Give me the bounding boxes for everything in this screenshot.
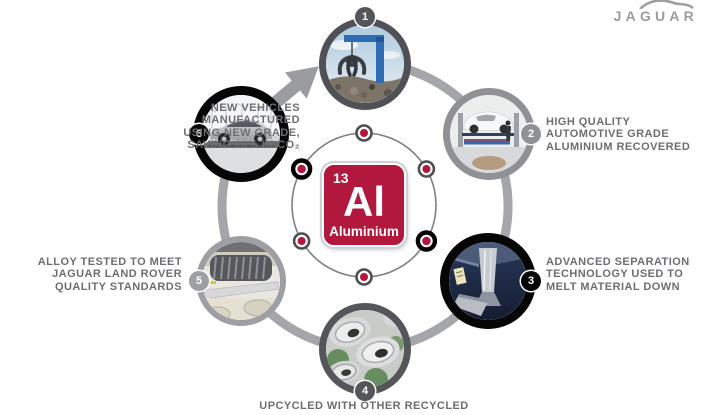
step-5-photo-circle <box>196 236 286 326</box>
caption-line: UPCYCLED WITH OTHER RECYCLED <box>259 400 469 412</box>
caption-line: MANUFACTURED <box>201 114 300 127</box>
element-name: Aluminium <box>329 224 399 239</box>
electron-dot <box>417 160 436 178</box>
step-1-number-badge: 1 <box>355 7 375 27</box>
caption-line: QUALITY STANDARDS <box>54 280 182 293</box>
step-4-photo-circle <box>319 303 411 395</box>
recycled-cans-photo <box>326 310 404 388</box>
electron-dot <box>290 158 313 180</box>
aluminium-element-tile: 13 Al Aluminium <box>322 163 406 247</box>
jaguar-leaper-icon <box>639 0 694 9</box>
step-6-caption: NEW VEHICLES MANUFACTURED USING NEW GRAD… <box>183 102 300 152</box>
caption-line: SAVING 26% IN CO₂ <box>187 139 300 152</box>
caption-line: ALUMINIUM RECOVERED <box>546 140 691 153</box>
step-6-number-badge: 6 <box>189 124 209 144</box>
caption-line: NEW VEHICLES <box>210 102 300 114</box>
step-6-photo-circle <box>193 86 289 182</box>
step-3-caption: ADVANCED SEPARATION TECHNOLOGY USED TO M… <box>546 256 690 293</box>
new-jaguar-car-photo <box>202 95 280 173</box>
caption-line: ADVANCED SEPARATION <box>546 256 690 268</box>
electron-dot <box>292 232 311 250</box>
caption-line: TECHNOLOGY USED TO <box>546 268 684 281</box>
step-3-photo-circle <box>440 233 536 329</box>
step-5-caption: ALLOY TESTED TO MEET JAGUAR LAND ROVER Q… <box>38 256 182 293</box>
jaguar-logo: JAGUAR <box>613 8 698 24</box>
step-4-caption: UPCYCLED WITH OTHER RECYCLED <box>0 400 728 412</box>
step-2-number-badge: 2 <box>521 124 541 144</box>
step-2-caption: HIGH QUALITY AUTOMOTIVE GRADE ALUMINIUM … <box>546 116 690 153</box>
step-4-number-badge: 4 <box>355 381 375 401</box>
electron-dot <box>355 124 373 142</box>
caption-line: AUTOMOTIVE GRADE <box>546 128 670 141</box>
step-1-photo-circle <box>319 18 411 110</box>
caption-line: HIGH QUALITY <box>546 116 631 128</box>
caption-line: MELT MATERIAL DOWN <box>546 280 680 293</box>
electron-dots <box>290 124 438 286</box>
step-3-number-badge: 3 <box>521 271 541 291</box>
electron-dot <box>415 230 438 252</box>
scrap-metal-claw-photo <box>326 25 404 103</box>
car-on-lift-photo <box>450 95 528 173</box>
step-5-number-badge: 5 <box>189 271 209 291</box>
element-symbol: Al <box>343 178 385 225</box>
caption-line: ALLOY TESTED TO MEET <box>37 256 182 268</box>
atomic-number: 13 <box>333 170 349 186</box>
step-2-photo-circle <box>443 88 535 180</box>
caption-line: JAGUAR LAND ROVER <box>52 268 182 281</box>
electron-dot <box>355 268 373 286</box>
caption-line: USING NEW GRADE, <box>183 126 300 139</box>
rolling-mill-photo <box>202 242 280 320</box>
separation-machine-photo <box>449 242 527 320</box>
